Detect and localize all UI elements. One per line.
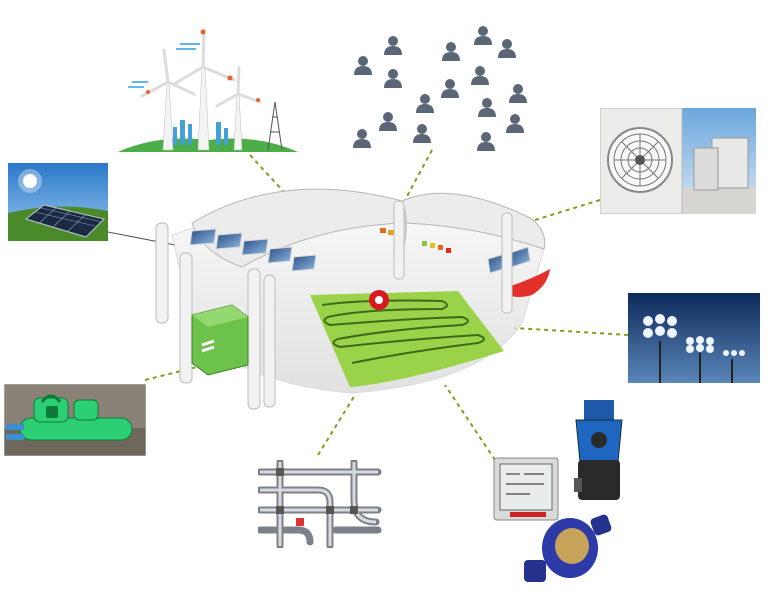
connector-people <box>404 149 433 201</box>
piping-icon <box>258 460 382 548</box>
floodlight-icon <box>628 293 760 383</box>
connector-piping <box>317 394 356 456</box>
storage-unit <box>191 304 249 376</box>
meter-icon <box>493 400 623 582</box>
underfloor-heating <box>321 299 485 364</box>
connector-chiller <box>144 364 206 381</box>
chiller-icon <box>4 384 146 456</box>
connector-hvac <box>534 199 601 221</box>
connector-floodlight <box>514 327 629 336</box>
stadium-icon <box>155 188 550 410</box>
wind-turbine-icon <box>118 28 298 152</box>
solar-panel-icon <box>8 163 108 241</box>
people-icon <box>353 26 527 151</box>
pitch <box>310 291 504 387</box>
air-conditioner-icon <box>600 108 756 214</box>
connector-metering <box>444 384 496 461</box>
roof-panel <box>189 228 217 246</box>
